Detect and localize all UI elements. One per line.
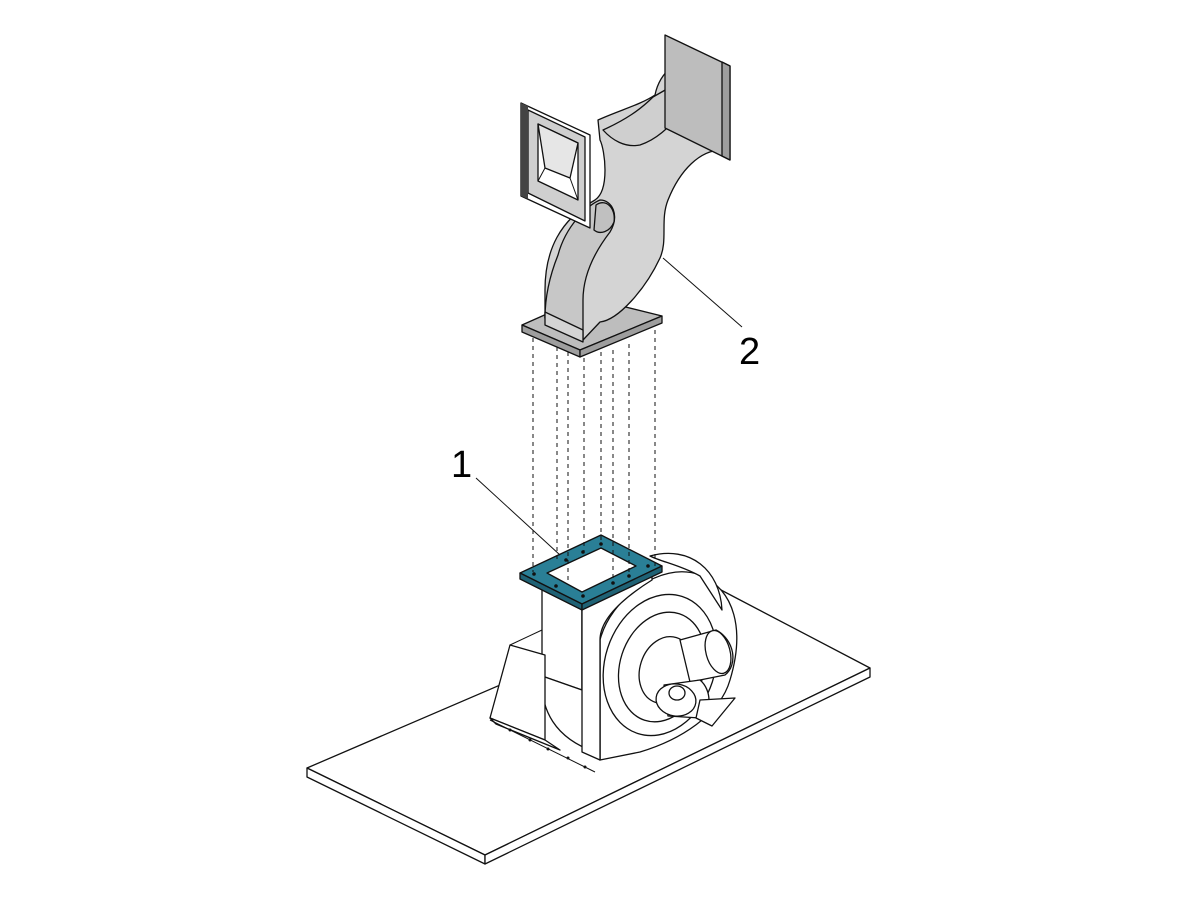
centrifugal-fan <box>489 552 738 773</box>
fan-outlet-flange <box>519 534 663 611</box>
leader-lines <box>475 257 743 556</box>
alignment-lines <box>532 330 656 585</box>
callout-1: 1 <box>451 444 472 486</box>
callout-2: 2 <box>739 331 760 373</box>
duct-elbow <box>520 34 731 358</box>
